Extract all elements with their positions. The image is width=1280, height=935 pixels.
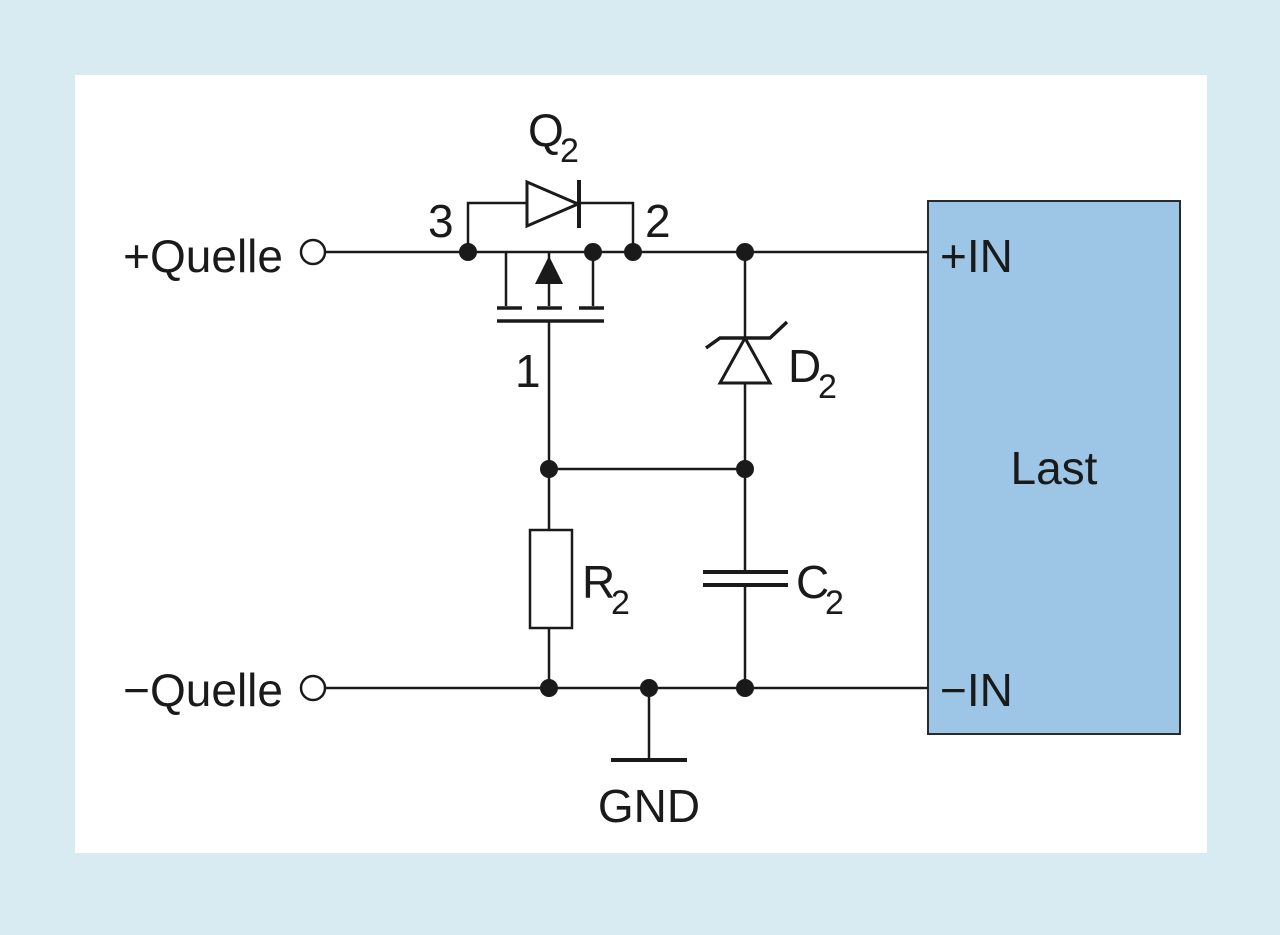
q2-designator: Q 2 xyxy=(528,104,579,170)
source-minus-label: −Quelle xyxy=(123,664,283,716)
pin-3-label: 3 xyxy=(428,195,454,247)
d2-designator: D 2 xyxy=(788,340,837,406)
ground-label: GND xyxy=(598,780,700,832)
source-plus-terminal xyxy=(299,238,327,266)
load-plus-in-label: +IN xyxy=(940,230,1013,282)
q2-mosfet xyxy=(497,252,604,469)
c2-designator: C 2 xyxy=(796,556,844,622)
junction-dot xyxy=(584,243,602,261)
junction-dot xyxy=(459,243,477,261)
pin-2-label: 2 xyxy=(645,195,671,247)
c2-capacitor xyxy=(703,469,788,688)
q2-body-diode xyxy=(466,179,635,252)
load-block xyxy=(927,200,1181,735)
load-label: Last xyxy=(1011,442,1098,494)
r2-letter: R xyxy=(582,556,615,608)
d2-index: 2 xyxy=(818,368,837,406)
r2-resistor xyxy=(528,469,574,688)
junction-dot xyxy=(736,679,754,697)
junction-dot xyxy=(540,460,558,478)
junction-dot xyxy=(736,460,754,478)
ground-symbol xyxy=(611,688,687,762)
d2-letter: D xyxy=(788,340,821,392)
pin-1-label: 1 xyxy=(515,345,541,397)
d2-zener-diode xyxy=(704,252,789,469)
junction-dot xyxy=(640,679,658,697)
q2-index: 2 xyxy=(560,132,579,170)
q2-letter: Q xyxy=(528,104,564,156)
source-plus-label: +Quelle xyxy=(123,230,283,282)
c2-index: 2 xyxy=(825,584,844,622)
junction-dot xyxy=(736,243,754,261)
load-minus-in-label: −IN xyxy=(940,664,1013,716)
junction-dot xyxy=(540,679,558,697)
r2-index: 2 xyxy=(611,584,630,622)
source-minus-terminal xyxy=(299,674,327,702)
r2-designator: R 2 xyxy=(582,556,630,622)
junction-dot xyxy=(624,243,642,261)
c2-letter: C xyxy=(796,556,829,608)
